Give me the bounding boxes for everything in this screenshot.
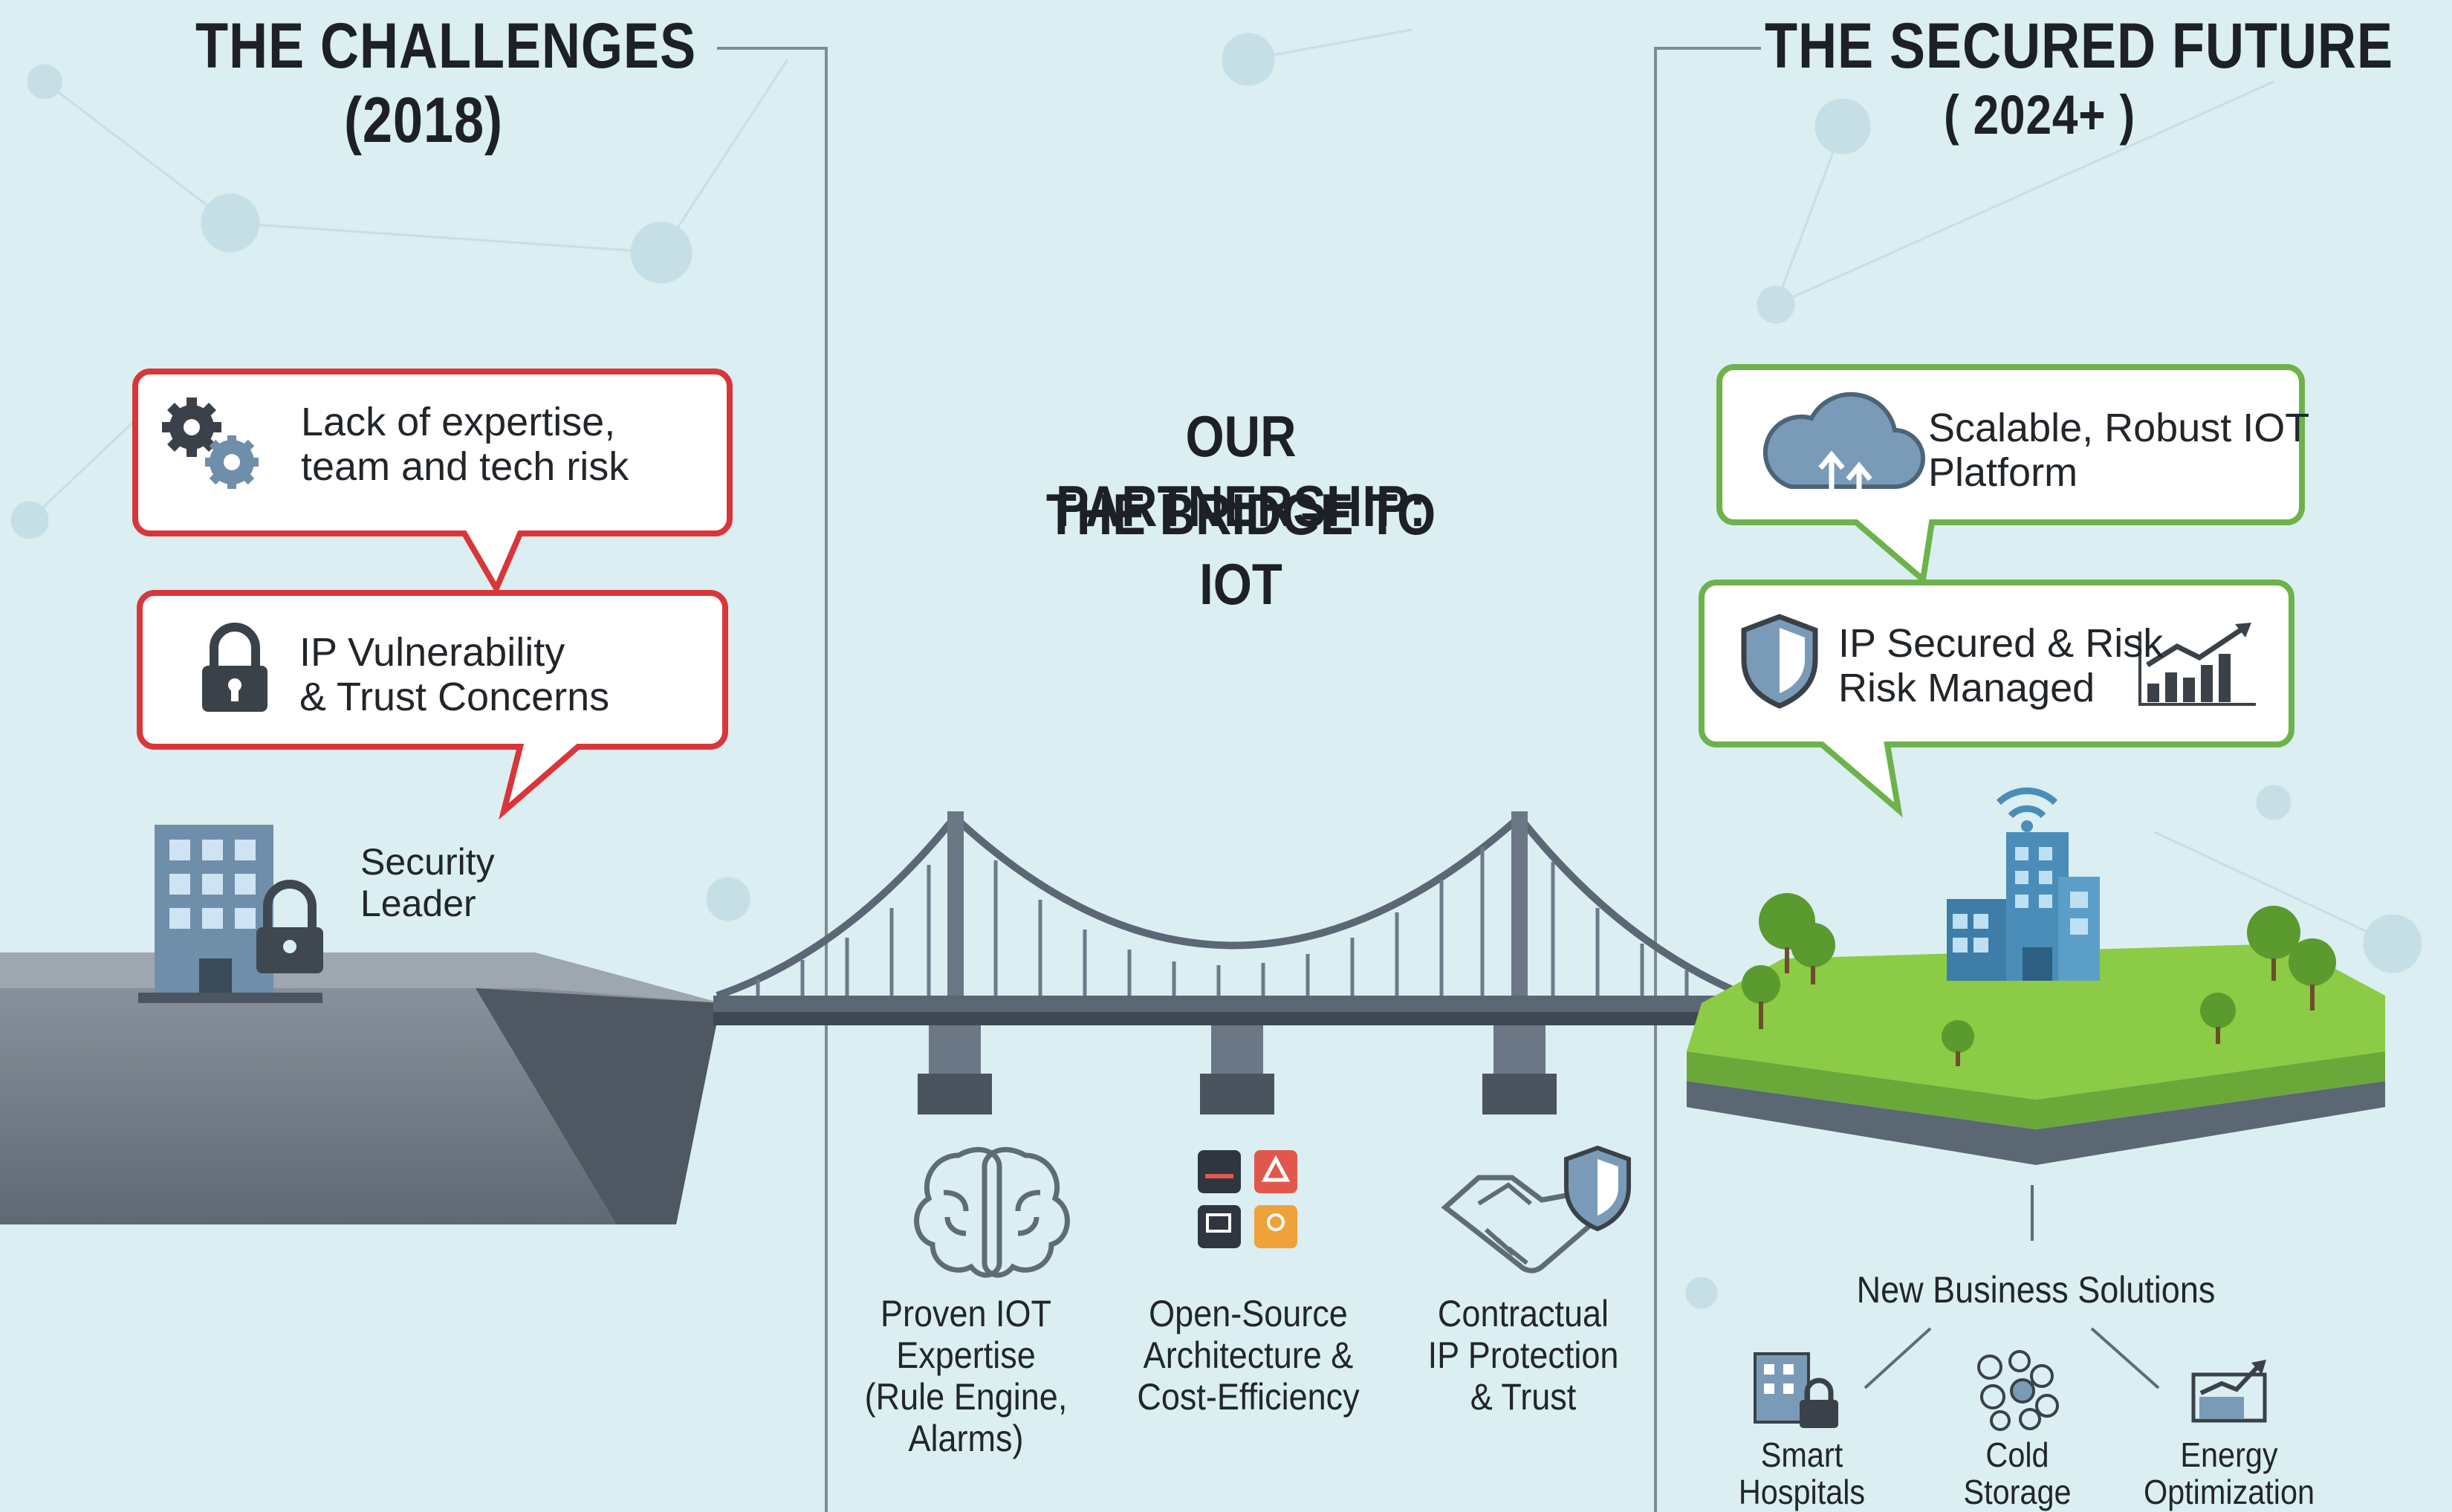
handshake-shield-icon [1441, 1145, 1631, 1273]
future-title: THE SECURED FUTURE [1765, 10, 2393, 82]
shield-icon [1741, 614, 1818, 709]
hospital-lock-icon [1754, 1352, 1838, 1428]
solution-label-cold-storage: Cold Storage [1963, 1435, 2072, 1511]
future-bubble-ip-secured-text: IP Secured & Risk Risk Managed [1838, 621, 2164, 710]
cold-storage-icon [1977, 1350, 2059, 1431]
gears-icon [162, 398, 259, 489]
network-background [10, 28, 2422, 1309]
cliff [0, 953, 721, 1224]
future-bubble-platform-text: Scalable, Robust IOT Platform [1928, 406, 2310, 495]
solution-label-energy: Energy Optimization [2143, 1435, 2315, 1511]
green-island [1687, 893, 2385, 1165]
solutions-title: New Business Solutions [1856, 1269, 2216, 1311]
bridge [713, 811, 1754, 1114]
energy-chart-icon [2191, 1360, 2267, 1423]
challenges-title: THE CHALLENGES [195, 10, 696, 82]
challenge-bubble-ip [137, 590, 728, 820]
pillar-label-open-source: Open-Source Architecture & Cost-Efficien… [1137, 1293, 1360, 1418]
smart-city-icon [1947, 787, 2100, 981]
security-leader-label: Security Leader [360, 841, 495, 924]
padlock-icon [202, 623, 267, 712]
solution-label-hospitals: Smart Hospitals [1738, 1435, 1866, 1511]
office-building-icon [138, 825, 323, 1003]
brain-icon [914, 1146, 1070, 1278]
solutions-connectors [1864, 1185, 2160, 1389]
partnership-title-line2: THE BRIDGE TO IOT [1045, 481, 1436, 617]
future-year: ( 2024+ ) [1944, 84, 2136, 146]
cloud-upload-icon [1762, 392, 1925, 502]
challenges-year: (2018) [344, 85, 503, 156]
pillar-label-expertise: Proven IOT Expertise (Rule Engine, Alarm… [864, 1293, 1068, 1459]
future-bubble-ip-secured [1699, 580, 2294, 818]
growth-chart-icon [2138, 623, 2256, 706]
challenge-bubble-expertise-text: Lack of expertise, team and tech risk [301, 400, 629, 489]
challenge-bubble-expertise [132, 369, 733, 595]
partnership-title-line1: OUR PARTNERSHIP: [1055, 403, 1427, 539]
challenge-bubble-ip-text: IP Vulnerability & Trust Concerns [299, 630, 610, 719]
app-logos-icon [1198, 1150, 1297, 1248]
pillar-label-ip-protection: Contractual IP Protection & Trust [1427, 1293, 1619, 1418]
